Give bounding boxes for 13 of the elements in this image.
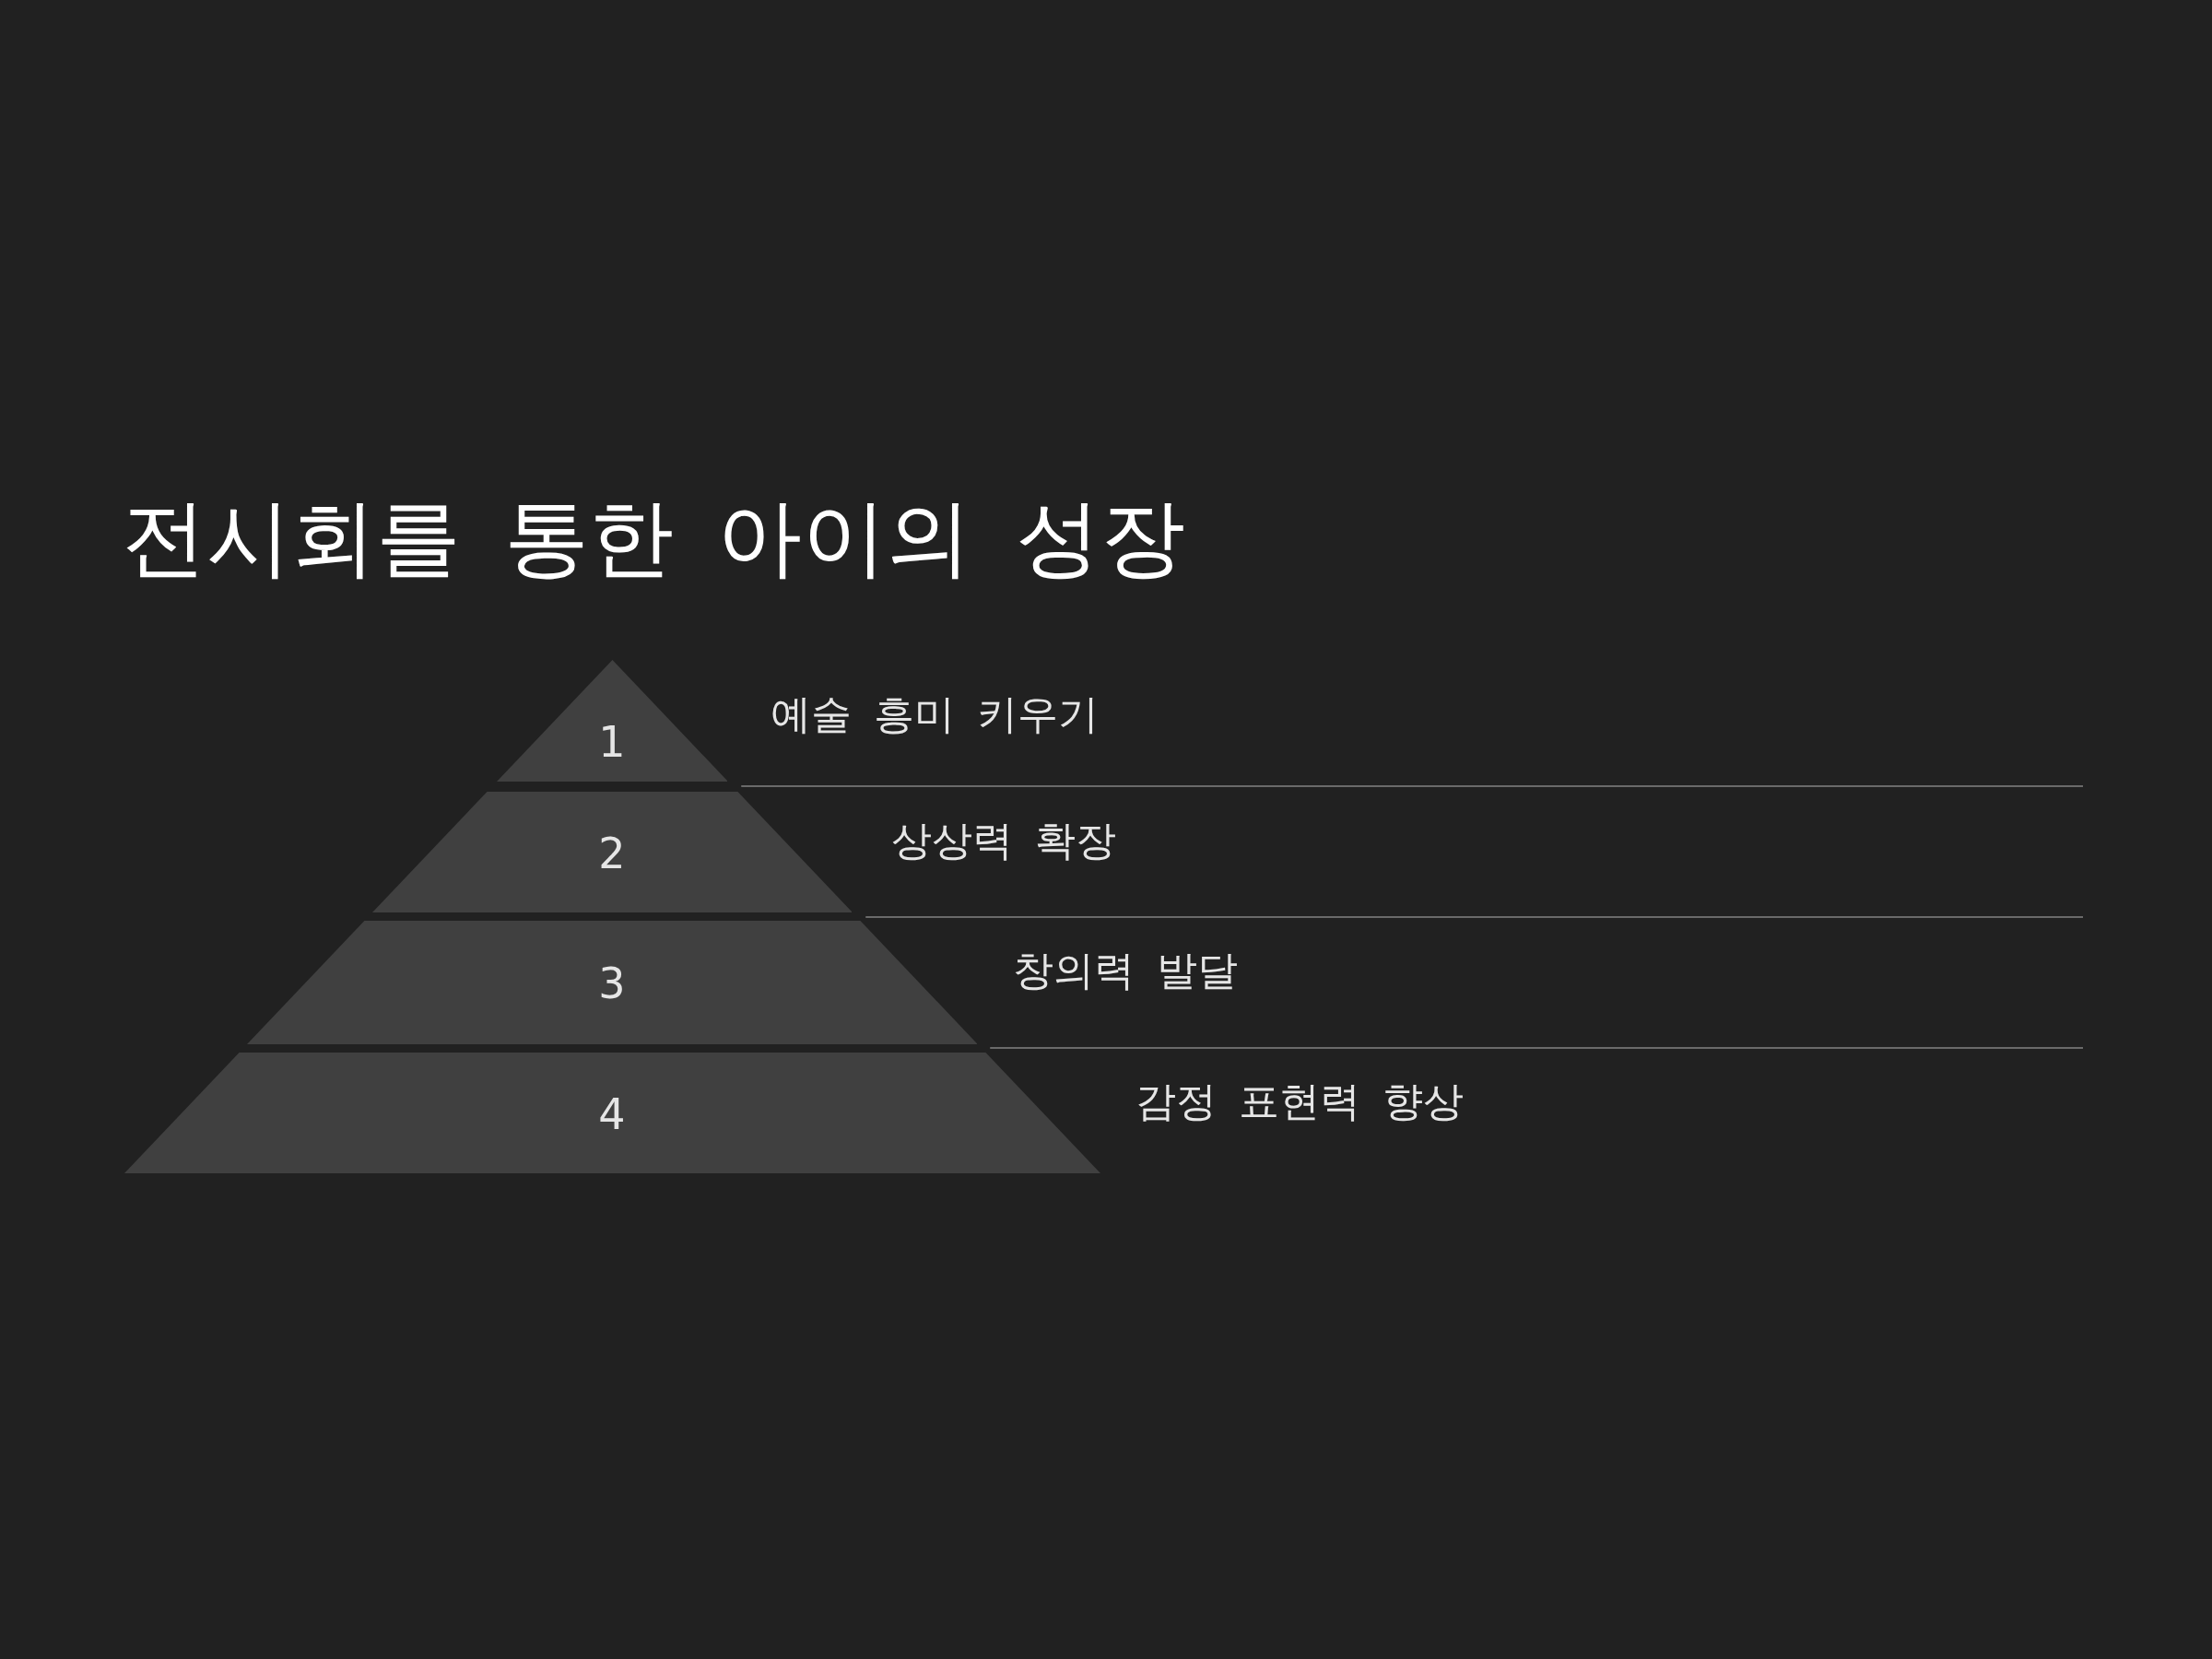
pyramid-level [124,1053,1100,1173]
pyramid-level [246,921,978,1044]
level-description: 상상력 확장 [891,815,1116,865]
level-number: 4 [597,1088,627,1139]
pyramid-level [371,792,853,912]
level-description: 창의력 발달 [1013,946,1238,995]
pyramid-level [496,660,728,782]
level-description: 예술 흥미 키우기 [771,689,1099,739]
level-number: 3 [597,959,627,1008]
level-number: 1 [597,717,627,767]
level-number: 2 [597,828,627,878]
level-description: 감정 표현력 향상 [1135,1076,1464,1126]
title: 전시회를 통한 아이의 성장 [122,488,1185,589]
